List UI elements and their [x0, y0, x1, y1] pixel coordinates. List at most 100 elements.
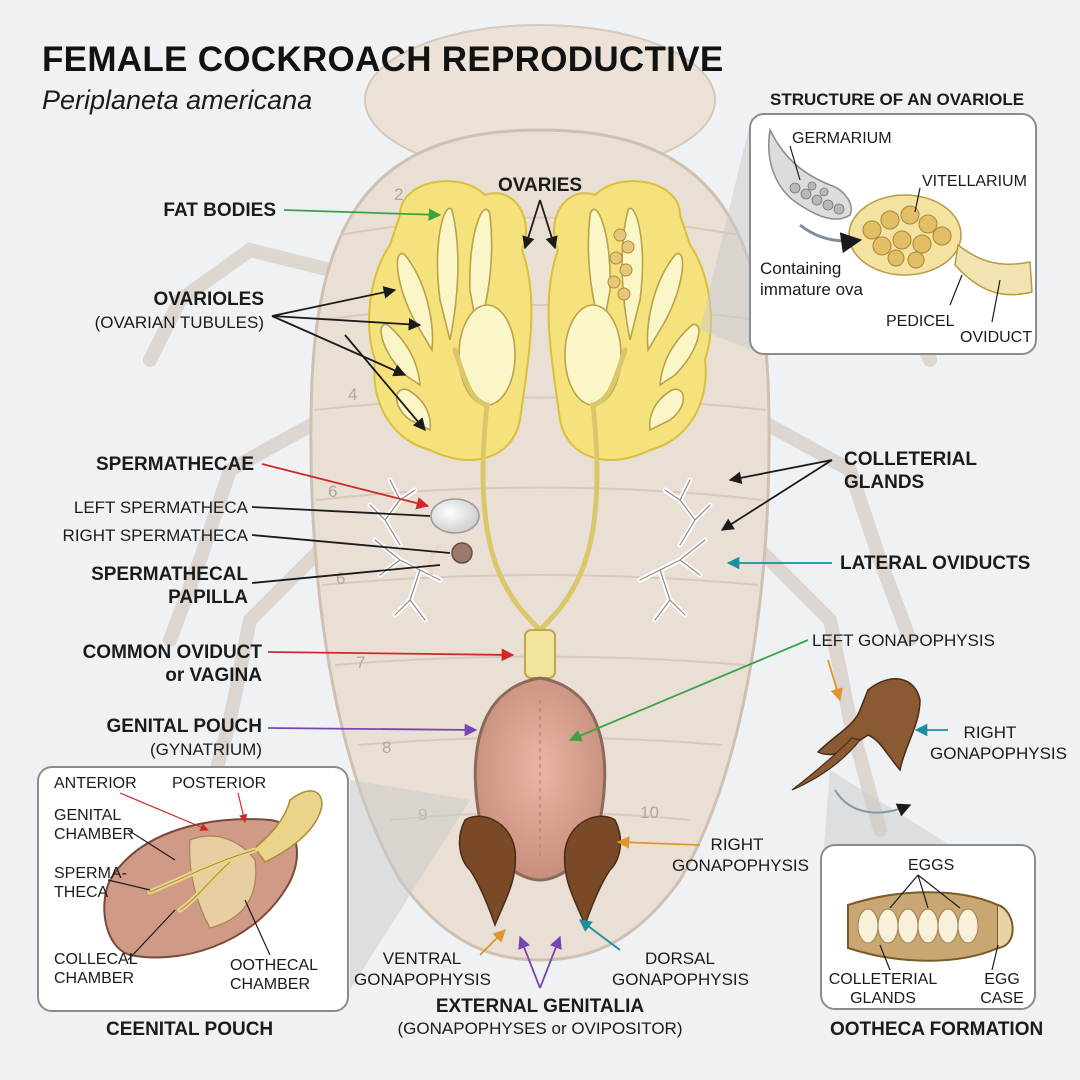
label-left-spermatheca: LEFT SPERMATHECA: [73, 498, 248, 517]
label-ventral-gonapophysis-line2: GONAPOPHYSIS: [354, 970, 491, 989]
pouch-label-oothecal-chamber: OOTHECAL CHAMBER: [230, 956, 318, 994]
label-colleterial-glands: COLLETERIAL GLANDS: [844, 448, 977, 494]
ootheca-inset-drawing: [847, 891, 1014, 962]
ovarioles: [380, 207, 700, 432]
label-ovaries: OVARIES: [498, 175, 583, 196]
pouch-label-genital-chamber-line1: GENITAL: [54, 807, 122, 824]
spermathecal-papilla: [427, 543, 442, 576]
arrow-fat-bodies: [283, 208, 442, 221]
segment-number: 6: [336, 569, 345, 588]
main-arrows: [251, 199, 948, 989]
label-ovarioles: OVARIOLES (OVARIAN TUBULES): [60, 288, 264, 334]
pouch-inset-leaders: [107, 792, 271, 961]
arrow-colleterial-2: [720, 459, 833, 531]
leader-right-spermatheca: [251, 534, 451, 554]
ovariole-label-germarium: GERMARIUM: [792, 130, 892, 147]
arrow-colleterial-1: [728, 459, 833, 485]
label-dorsal-gonapophysis-line2: GONAPOPHYSIS: [612, 970, 749, 989]
genital-pouch: [473, 676, 607, 882]
label-spermathecal-papilla: SPERMATHECAL PAPILLA: [40, 563, 248, 609]
ootheca-label-eggs: EGGS: [908, 857, 955, 874]
immature-ova: [607, 228, 635, 301]
common-oviduct: [524, 629, 556, 679]
label-right-gonapophysis-line1: RIGHT: [710, 835, 764, 854]
label-dorsal-gonapophysis-line1: DORSAL: [645, 949, 715, 968]
label-colleterial-glands-line2: GLANDS: [844, 472, 925, 493]
pouch-label-posterior: POSTERIOR: [172, 775, 267, 792]
label-right-gonapophysis-detail-line1: RIGHT: [963, 723, 1017, 742]
label-ovarioles-line2: (OVARIAN TUBULES): [94, 313, 264, 332]
arrow-external-genitalia-2: [539, 935, 562, 989]
ootheca-label-egg-case-line1: EGG: [984, 971, 1020, 988]
label-genital-pouch-line2: (GYNATRIUM): [149, 740, 262, 759]
ovariole-label-oviduct: OVIDUCT: [960, 329, 1032, 346]
arrow-common-oviduct: [267, 648, 515, 662]
ovariole-label-pedicel: PEDICEL: [886, 313, 955, 330]
right-spermatheca: [451, 542, 473, 564]
ovariole-inset-connector: [700, 115, 752, 350]
arrow-ovarioles-1: [271, 286, 397, 317]
ovariole-inset-leaders: [789, 145, 1001, 323]
ootheca-label-egg-case: EGG CASE: [976, 970, 1028, 1008]
segment-number: 4: [348, 385, 357, 404]
label-fat-bodies: FAT BODIES: [163, 200, 276, 221]
arrow-right-gonapophysis: [616, 836, 701, 849]
pouch-label-spermatheca: SPERMA- THECA: [54, 864, 127, 902]
label-external-genitalia-line2: (GONAPOPHYSES or OVIPOSITOR): [397, 1019, 683, 1038]
label-ovarioles-line1: OVARIOLES: [153, 289, 265, 310]
pouch-label-spermatheca-line2: THECA: [54, 884, 109, 901]
label-common-oviduct-line1: COMMON OVIDUCT: [82, 642, 262, 663]
ootheca-inset-caption: OOTHECA FORMATION: [830, 1019, 1044, 1040]
ootheca-label-egg-case-line2: CASE: [980, 990, 1024, 1007]
label-spermathecal-papilla-line1: SPERMATHECAL: [91, 564, 248, 585]
ovariole-label-containing: Containing immature ova: [760, 258, 863, 300]
label-colleterial-glands-line1: COLLETERIAL: [844, 449, 977, 470]
label-common-oviduct: COMMON OVIDUCT or VAGINA: [40, 641, 262, 687]
arrow-ovaries-left: [522, 199, 541, 250]
pouch-label-collecal-chamber: COLLECAL CHAMBER: [54, 950, 138, 988]
label-genital-pouch: GENITAL POUCH (GYNATRIUM): [40, 715, 262, 761]
ovariole-label-containing-line1: Containing: [760, 259, 842, 278]
label-lateral-oviducts: LATERAL OVIDUCTS: [840, 553, 1031, 574]
pouch-label-anterior: ANTERIOR: [54, 775, 137, 792]
arrow-ovarioles-4: [344, 334, 426, 431]
ovariole-label-containing-line2: immature ova: [760, 280, 863, 299]
arrow-ovarioles-2: [271, 315, 422, 331]
label-spermathecal-papilla-line2: PAPILLA: [168, 587, 248, 608]
colleterial-glands-outline: [369, 479, 711, 621]
arrow-genital-pouch: [267, 723, 478, 737]
segment-number: 6: [328, 482, 337, 501]
pouch-inset-drawing: [103, 790, 323, 959]
segment-number: 7: [356, 653, 365, 672]
label-right-spermatheca: RIGHT SPERMATHECA: [62, 526, 248, 545]
leader-left-spermatheca: [251, 506, 431, 517]
ootheca-inset-leaders: [879, 874, 999, 971]
ovariole-inset-drawing: [768, 127, 1033, 296]
pouch-label-collecal-chamber-line2: CHAMBER: [54, 970, 135, 987]
pouch-label-genital-chamber-line2: CHAMBER: [54, 826, 135, 843]
pouch-label-oothecal-chamber-line1: OOTHECAL: [230, 957, 319, 974]
label-external-genitalia: EXTERNAL GENITALIA (GONAPOPHYSES or OVIP…: [380, 995, 700, 1039]
label-ventral-gonapophysis: VENTRAL GONAPOPHYSIS: [354, 948, 491, 990]
label-left-gonapophysis: LEFT GONAPOPHYSIS: [812, 631, 995, 650]
pouch-label-oothecal-chamber-line2: CHAMBER: [230, 976, 311, 993]
leader-spermathecal-papilla: [251, 564, 441, 584]
arrow-dorsal-gonapophysis: [578, 919, 621, 951]
arrow-ventral-gonapophysis: [479, 929, 506, 956]
arrow-ovaries-right: [539, 199, 558, 250]
ootheca-label-colleterial-glands: COLLETERIAL GLANDS: [828, 970, 938, 1008]
label-spermathecae: SPERMATHECAE: [96, 454, 254, 475]
label-right-gonapophysis-line2: GONAPOPHYSIS: [672, 856, 809, 875]
label-genital-pouch-line1: GENITAL POUCH: [106, 716, 262, 737]
segment-number: 2: [394, 185, 403, 204]
ootheca-label-colleterial-glands-line1: COLLETERIAL: [828, 971, 938, 988]
pouch-inset-connector: [350, 780, 470, 990]
gonapophysis-detail: [791, 678, 921, 817]
pouch-inset-caption: CEENITAL POUCH: [106, 1019, 274, 1040]
segment-number: 8: [382, 738, 391, 757]
pouch-label-collecal-chamber-line1: COLLECAL: [54, 951, 138, 968]
segment-number: 10: [640, 803, 659, 822]
label-external-genitalia-line1: EXTERNAL GENITALIA: [435, 996, 645, 1017]
ootheca-label-colleterial-glands-line2: GLANDS: [850, 990, 916, 1007]
